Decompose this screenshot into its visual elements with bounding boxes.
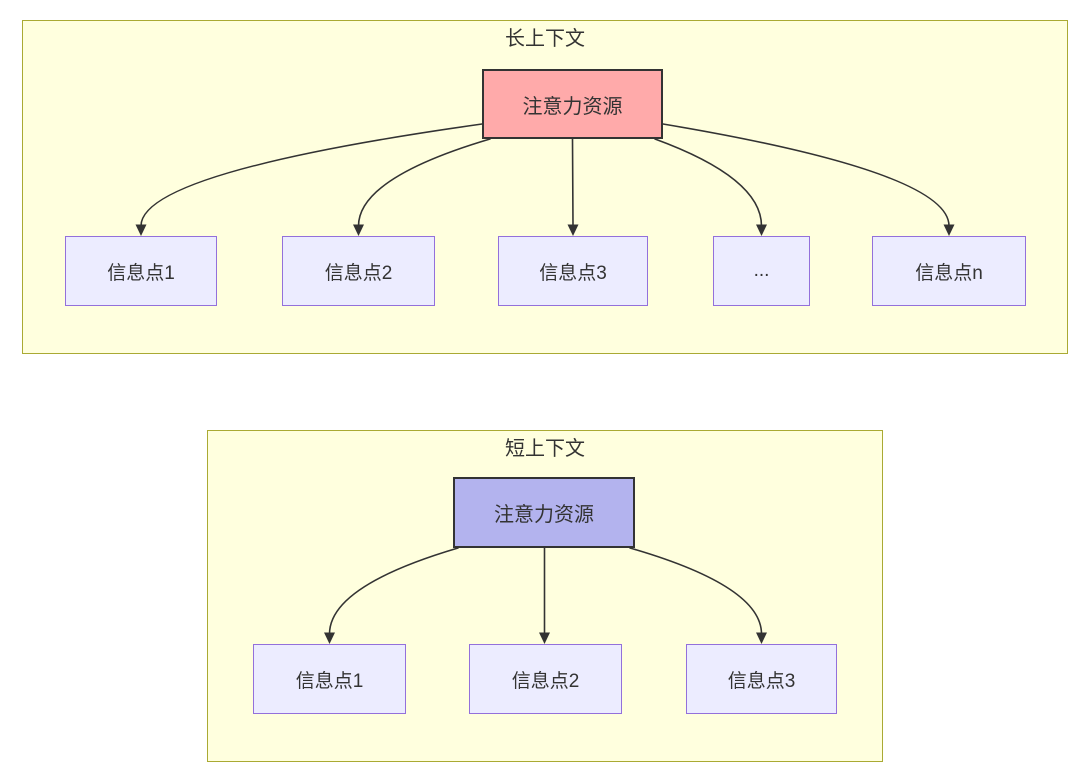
- node-long-info-1: 信息点1: [65, 236, 217, 306]
- node-attention-short: 注意力资源: [453, 477, 635, 548]
- node-long-info-ellipsis: ...: [713, 236, 810, 306]
- node-attention-long: 注意力资源: [482, 69, 663, 139]
- node-short-info-3: 信息点3: [686, 644, 837, 714]
- cluster-short-context-title: 短上下文: [505, 438, 585, 460]
- node-short-info-1: 信息点1: [253, 644, 406, 714]
- node-long-info-n: 信息点n: [872, 236, 1026, 306]
- node-short-info-2: 信息点2: [469, 644, 622, 714]
- cluster-long-context-title: 长上下文: [505, 28, 585, 50]
- node-long-info-3: 信息点3: [498, 236, 648, 306]
- node-long-info-2: 信息点2: [282, 236, 435, 306]
